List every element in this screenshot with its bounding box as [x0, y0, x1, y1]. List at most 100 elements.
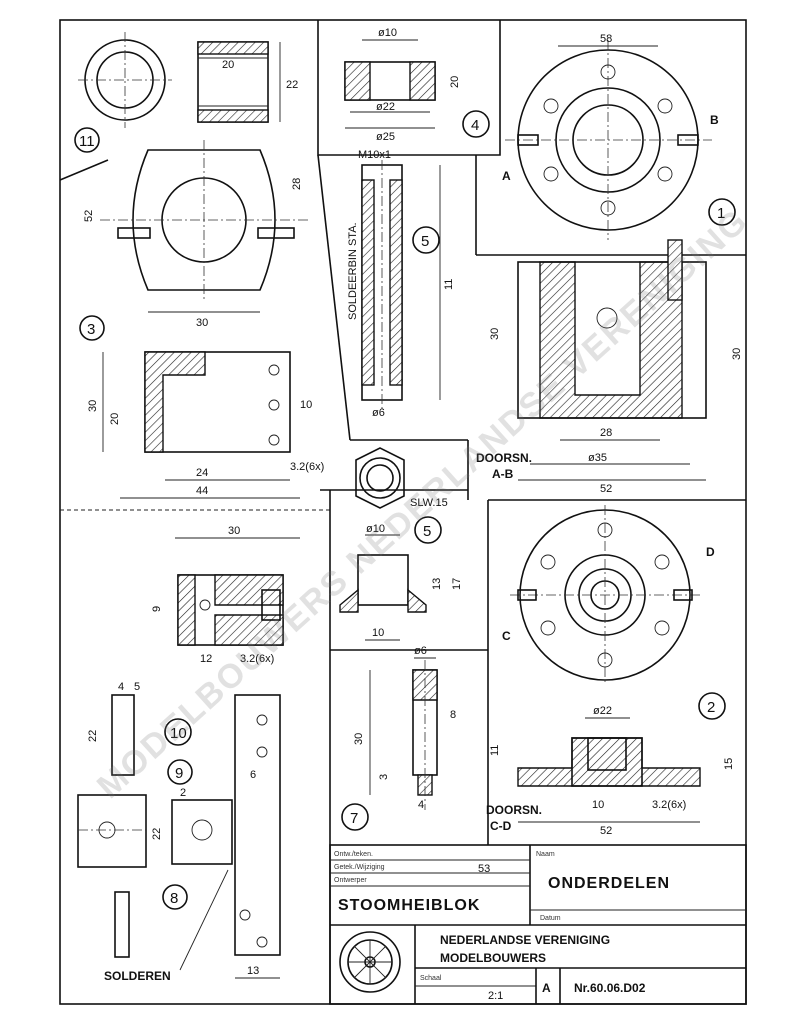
dim-8-a: 8 — [450, 709, 456, 721]
part-8-number: 8 — [170, 890, 178, 907]
dim-10-c: 10 — [592, 799, 604, 811]
part-1-balloon — [708, 198, 736, 226]
dim-13-a: 13 — [431, 578, 443, 590]
dim-30-a: 30 — [196, 317, 208, 329]
part-10-balloon — [164, 718, 192, 746]
dim-phi10-b: ø10 — [366, 523, 385, 535]
dim-20-c: 20 — [449, 76, 461, 88]
part-4-balloon — [462, 110, 490, 138]
part-2-balloon — [698, 692, 726, 720]
tb-label-6: Schaal — [420, 975, 442, 982]
dim-holes-a: 3.2(6x) — [290, 461, 324, 473]
tb-drawing-number: Nr.60.06.D02 — [574, 981, 646, 995]
dim-24-a: 24 — [196, 467, 208, 479]
dim-4-b: 4 — [418, 799, 424, 811]
bar-note: SOLDEERBIN STA. — [347, 222, 359, 320]
part-5a-number: 5 — [421, 233, 429, 250]
part-1-number: 1 — [717, 205, 725, 222]
part-5-bar-drawing: M10x1 SOLDEERBIN STA. 11 ø6 — [347, 149, 455, 419]
dim-m10: M10x1 — [358, 149, 391, 161]
dim-13-b: 13 — [247, 965, 259, 977]
tb-label-1: Ontw./teken. — [334, 851, 373, 858]
dim-phi25: ø25 — [376, 131, 395, 143]
dim-12-a: 12 — [200, 653, 212, 665]
part-11-balloon — [74, 127, 100, 153]
part-5b-balloon — [414, 516, 442, 544]
dim-52-b: 52 — [600, 483, 612, 495]
dim-23-a: 22 — [87, 730, 99, 742]
dim-15-a: 15 — [723, 758, 735, 770]
part-7-balloon — [341, 803, 369, 831]
tb-org-line2: MODELBOUWERS — [440, 951, 546, 965]
dim-30-e: 30 — [228, 525, 240, 537]
tb-project: STOOMHEIBLOK — [338, 897, 480, 914]
part-4-number: 4 — [471, 117, 479, 134]
section-ab-line2: A-B — [492, 467, 514, 481]
dim-58: 58 — [600, 33, 612, 45]
part-3-balloon — [79, 315, 105, 341]
part-4-drawing: ø10 ø22 ø25 20 — [344, 27, 461, 143]
tb-label-2: Getek./Wijziging — [334, 864, 385, 871]
part-5-nut-drawing: SLW.15 ø10 13 17 10 — [339, 447, 463, 641]
dim-30-c: 30 — [731, 348, 743, 360]
dim-phi22: ø22 — [376, 101, 395, 113]
section-a-mark: A — [502, 169, 511, 183]
dim-3-a: 3 — [378, 774, 390, 780]
tb-label-5: Datum — [540, 915, 561, 922]
dim-4-a: 4 — [118, 681, 124, 693]
dim-10-b: 10 — [372, 627, 384, 639]
tb-label-3: Ontwerper — [334, 877, 367, 884]
tb-sheet-ref: 53 — [478, 863, 490, 875]
section-cd-line2: C-D — [490, 819, 512, 833]
dim-holes-b: 3.2(6x) — [652, 799, 686, 811]
dim-20-b: 20 — [109, 413, 121, 425]
dim-30-b: 30 — [87, 400, 99, 412]
dim-30-d: 30 — [489, 328, 501, 340]
part-5b-number: 5 — [423, 523, 431, 540]
part-5a-balloon — [412, 226, 440, 254]
logo-wheel-icon — [339, 931, 401, 993]
dim-30-f: 30 — [353, 733, 365, 745]
title-block — [329, 844, 747, 1005]
dim-phi35: ø35 — [588, 452, 607, 464]
dim-phi6-a: ø6 — [372, 407, 385, 419]
section-d-mark: D — [706, 545, 715, 559]
dim-phi22-b: ø22 — [593, 705, 612, 717]
part-9-number: 9 — [175, 765, 183, 782]
dim-17-a: 17 — [451, 578, 463, 590]
dim-28-b: 28 — [600, 427, 612, 439]
dim-11-b: 11 — [489, 745, 501, 756]
dim-11-a: 11 — [443, 279, 455, 290]
dim-9-a: 9 — [151, 606, 163, 612]
dim-28-a: 28 — [291, 178, 303, 190]
dim-22-a: 22 — [286, 79, 298, 91]
part-1-drawing: 58 A B 28 ø35 52 30 30 DOORSN. A-B — [476, 33, 743, 495]
dim-phi6-b: ø6 — [414, 645, 427, 657]
tb-label-4: Naam — [536, 851, 555, 858]
part-3-drawing: 52 28 30 30 20 10 24 3.2(6x) 44 — [83, 140, 324, 499]
dim-phi10-a: ø10 — [378, 27, 397, 39]
tb-org-line1: NEDERLANDSE VERENIGING — [440, 933, 610, 947]
dim-2-a: 2 — [180, 787, 186, 799]
lower-left-block-drawing: 30 9 12 3.2(6x) 22 4 5 6 13 22 2 — [77, 525, 300, 979]
part-9-balloon — [167, 759, 193, 785]
watermark-text: MODELBOUWERS NEDERLANDSE VERENIGING — [90, 201, 756, 806]
dim-52-c: 52 — [600, 825, 612, 837]
part-2-drawing: C D ø22 52 10 3.2(6x) 15 11 DOORSN. C-D — [486, 505, 735, 837]
dim-6-a: 6 — [250, 769, 256, 781]
slw-label: SLW.15 — [410, 497, 448, 509]
part-7-drawing: ø6 30 3 8 4 — [353, 645, 456, 811]
dim-20-a: 20 — [222, 59, 234, 71]
part-10-number: 10 — [170, 725, 187, 742]
section-c-mark: C — [502, 629, 511, 643]
part-11-number: 11 — [79, 133, 95, 150]
section-ab-line1: DOORSN. — [476, 451, 532, 465]
dim-5-a: 5 — [134, 681, 140, 693]
dim-holes-c: 3.2(6x) — [240, 653, 274, 665]
part-11-drawing: 20 22 — [78, 32, 298, 128]
dim-44-a: 44 — [196, 485, 208, 497]
section-cd-line1: DOORSN. — [486, 803, 542, 817]
part-7-number: 7 — [350, 810, 358, 827]
solderen-label: SOLDEREN — [104, 969, 171, 983]
